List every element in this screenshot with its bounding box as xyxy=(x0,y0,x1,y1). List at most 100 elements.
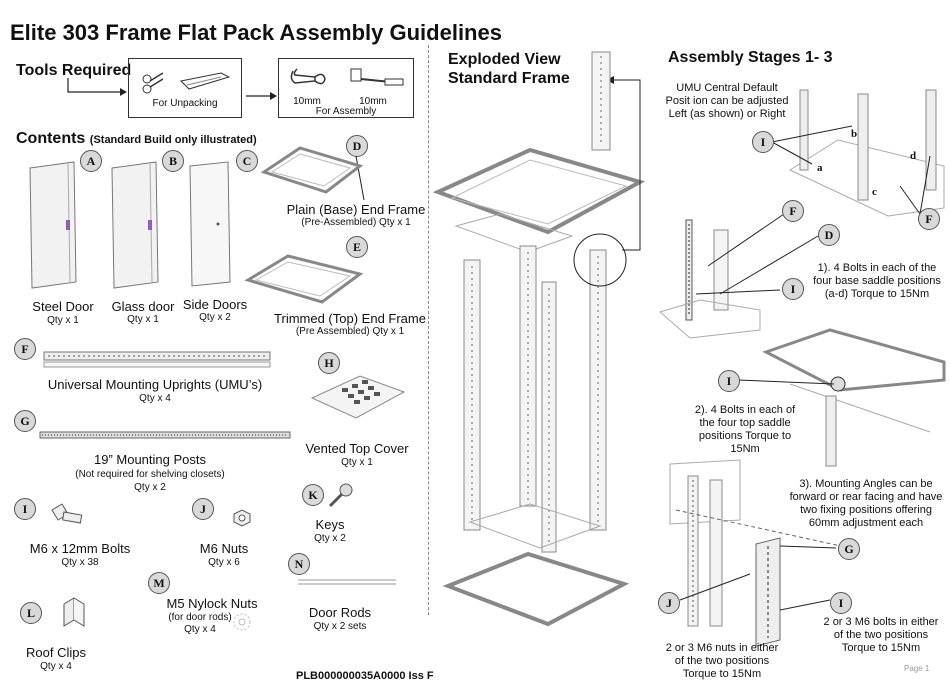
stage2-badge-i: I xyxy=(718,370,740,392)
item-a-badge: A xyxy=(80,150,102,172)
step2-text: 2). 4 Bolts in each of the four top sadd… xyxy=(694,404,796,455)
steel-door-illustration xyxy=(29,161,77,289)
assembly-tools-box: 10mm 10mm For Assembly xyxy=(278,58,414,118)
keys-qty: Qty x 2 xyxy=(314,533,346,544)
base-position-d: d xyxy=(910,150,917,162)
contents-subheading: (Standard Build only illustrated) xyxy=(89,134,257,146)
umu-label: Universal Mounting Uprights (UMU’s) xyxy=(47,377,263,392)
base-position-b: b xyxy=(851,128,858,140)
item-c-badge: C xyxy=(236,150,258,172)
base-end-frame-label: Plain (Base) End Frame xyxy=(286,202,426,217)
exploded-view-line1: Exploded View xyxy=(448,51,561,68)
page-number: Page 1 xyxy=(904,664,930,673)
step3-text: 3). Mounting Angles can be forward or re… xyxy=(789,478,943,529)
item-h-badge: H xyxy=(318,352,340,374)
spanner-icon xyxy=(290,68,326,85)
door-rods-label: Door Rods xyxy=(308,605,372,620)
roof-clips-qty: Qty x 4 xyxy=(40,661,72,672)
nylock-nuts-qty: Qty x 4 xyxy=(184,624,216,635)
vented-top-cover-qty: Qty x 1 xyxy=(341,457,373,468)
spanner-size: 10mm xyxy=(293,96,321,107)
nylock-nuts-label: M5 Nylock Nuts xyxy=(166,596,258,611)
tools-heading: Tools Required xyxy=(16,62,132,79)
mounting-posts-qty: Qty x 2 xyxy=(134,482,166,493)
stage1-badge-f: F xyxy=(918,208,940,230)
exploded-view-heading: Exploded View Standard Frame xyxy=(448,50,570,88)
side-doors-label: Side Doors xyxy=(182,297,248,312)
item-n-badge: N xyxy=(288,553,310,575)
nuts-qty: Qty x 6 xyxy=(208,557,240,568)
stage1-badge-f2: F xyxy=(782,200,804,222)
stage3-badge-i: I xyxy=(830,592,852,614)
base-end-frame-qty: (Pre-Assembled) Qty x 1 xyxy=(301,217,411,228)
utility-knife-icon xyxy=(179,72,231,90)
door-rods-qty: Qty x 2 sets xyxy=(313,621,367,632)
unpacking-label: For Unpacking xyxy=(152,98,218,109)
stage1-badge-i2: I xyxy=(782,278,804,300)
hex-key-size: 10mm xyxy=(359,96,387,107)
item-m-badge: M xyxy=(148,572,170,594)
exploded-view-line2: Standard Frame xyxy=(448,70,570,87)
assembly-label: For Assembly xyxy=(315,106,377,117)
top-end-frame-label: Trimmed (Top) End Frame xyxy=(274,311,426,326)
vented-top-cover-label: Vented Top Cover xyxy=(305,441,409,456)
stage1-badge-d: D xyxy=(818,224,840,246)
item-b-badge: B xyxy=(162,150,184,172)
item-g-badge: G xyxy=(14,410,36,432)
nylock-nuts-note: (for door rods) xyxy=(168,612,232,623)
item-k-badge: K xyxy=(302,484,324,506)
page-title: Elite 303 Frame Flat Pack Assembly Guide… xyxy=(10,20,502,45)
stage1-badge-i: I xyxy=(752,131,774,153)
stage3-badge-j: J xyxy=(658,592,680,614)
bolts-label: M6 x 12mm Bolts xyxy=(29,541,131,556)
steel-door-label: Steel Door xyxy=(32,299,94,314)
nuts-position-note: 2 or 3 M6 nuts in either of the two posi… xyxy=(665,642,779,680)
side-door-illustration xyxy=(189,161,231,287)
glass-door-illustration xyxy=(111,161,159,289)
item-i-badge: I xyxy=(14,498,36,520)
keys-label: Keys xyxy=(315,517,345,532)
stage3-badge-g: G xyxy=(838,538,860,560)
item-f-badge: F xyxy=(14,338,36,360)
contents-heading: Contents xyxy=(16,130,86,147)
step1-text: 1). 4 Bolts in each of the four base sad… xyxy=(813,262,941,300)
base-position-a: a xyxy=(817,162,823,174)
umu-qty: Qty x 4 xyxy=(139,393,171,404)
column-divider xyxy=(428,45,429,615)
item-l-badge: L xyxy=(20,602,42,624)
item-d-badge: D xyxy=(346,135,368,157)
glass-door-label: Glass door xyxy=(111,299,175,314)
scissors-icon xyxy=(142,72,164,94)
base-position-c: c xyxy=(872,186,877,198)
item-e-badge: E xyxy=(346,236,368,258)
umu-note: UMU Central Default Posit ion can be adj… xyxy=(665,82,789,120)
mounting-posts-label: 19” Mounting Posts xyxy=(93,452,206,467)
bolts-qty: Qty x 38 xyxy=(61,557,99,568)
steel-door-qty: Qty x 1 xyxy=(47,315,79,326)
roof-clips-label: Roof Clips xyxy=(26,645,86,660)
bolts-position-note: 2 or 3 M6 bolts in either of the two pos… xyxy=(823,616,939,654)
contents-heading-row: Contents (Standard Build only illustrate… xyxy=(16,130,257,148)
nuts-label: M6 Nuts xyxy=(199,541,249,556)
glass-door-qty: Qty x 1 xyxy=(127,314,159,325)
mounting-posts-note: (Not required for shelving closets) xyxy=(75,469,225,480)
item-j-badge: J xyxy=(192,498,214,520)
document-code: PLB000000035A0000 Iss F xyxy=(296,670,434,682)
side-doors-qty: Qty x 2 xyxy=(199,312,231,323)
hex-key-icon xyxy=(350,68,404,86)
